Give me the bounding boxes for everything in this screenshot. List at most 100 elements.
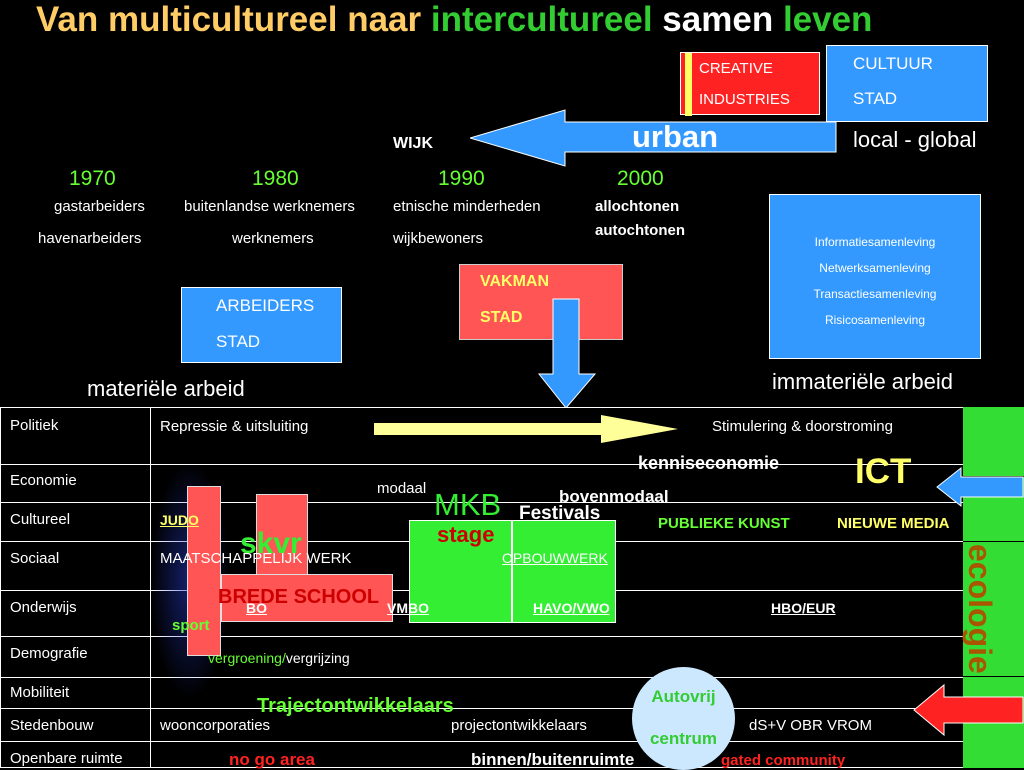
year-2000: 2000 [617, 167, 664, 190]
modaal-text: modaal [377, 480, 427, 497]
dsv-obr-vrom-text: dS+V OBR VROM [749, 717, 872, 734]
trajectontwikkelaars-text: Trajectontwikkelaars [257, 695, 454, 717]
binnen-buitenruimte-text: binnen/buitenruimte [471, 750, 635, 769]
urban-arrow [470, 109, 837, 167]
cultuur-label-1: CULTUUR [853, 54, 933, 73]
label-werknemers: werknemers [232, 230, 314, 247]
cultuur-label-2: STAD [853, 89, 898, 108]
autovrij-centrum-circle: Autovrij centrum [632, 667, 735, 770]
down-arrow [537, 298, 597, 409]
vergrijzing-text: vergrijzing [285, 650, 350, 666]
row-line [0, 502, 964, 503]
urban-label: urban [632, 119, 719, 154]
label-allochtonen: allochtonen [595, 198, 680, 215]
autovrij-label-2: centrum [649, 729, 718, 748]
mkb-text: MKB [434, 487, 502, 522]
label-havenarbeiders: havenarbeiders [38, 230, 142, 247]
label-gastarbeiders: gastarbeiders [54, 198, 145, 215]
nieuwe-media-text: NIEUWE MEDIA [837, 515, 950, 532]
projectontwikkelaars-text: projectontwikkelaars [451, 717, 587, 734]
row-label-politiek: Politiek [10, 417, 59, 434]
creative-industries-box: CREATIVE INDUSTRIES [680, 52, 820, 116]
ict-text: ICT [855, 452, 912, 491]
yellow-arrow [374, 415, 678, 443]
info-item-2: Netwerksamenleving [819, 261, 931, 275]
info-item-3: Transactiesamenleving [813, 287, 937, 301]
year-1990: 1990 [438, 167, 485, 190]
label-wijkbewoners: wijkbewoners [393, 230, 484, 247]
vmbo-text: VMBO [387, 600, 429, 616]
row-line [0, 708, 964, 709]
info-item-4: Risicosamenleving [824, 313, 926, 327]
creative-label-2: INDUSTRIES [699, 91, 790, 108]
ict-arrow [936, 466, 1024, 508]
vakman-stad-box: VAKMAN STAD [459, 264, 623, 340]
label-etnische: etnische minderheden [393, 198, 541, 215]
arbeiders-stad-box: ARBEIDERS STAD [181, 287, 342, 363]
bo-text: BO [246, 600, 267, 616]
row-label-stedenbouw: Stedenbouw [10, 717, 94, 734]
opbouwwerk-text: OPBOUWWERK [502, 550, 608, 566]
stimulering-text: Stimulering & doorstroming [712, 418, 893, 435]
year-1970: 1970 [69, 167, 116, 190]
local-global-label: local - global [853, 127, 977, 152]
row-label-economie: Economie [10, 472, 77, 489]
maatschappelijk-werk-text: MAATSCHAPPELIJK WERK [160, 550, 352, 567]
cultuur-stad-box: CULTUUR STAD [826, 45, 988, 122]
strip-line [963, 541, 1024, 542]
strip-line [963, 676, 1024, 677]
creative-label-1: CREATIVE [699, 60, 773, 77]
judo-text: JUDO [160, 512, 199, 528]
immateriele-arbeid-label: immateriële arbeid [772, 369, 953, 394]
green-block-1 [409, 520, 512, 623]
publieke-kunst-text: PUBLIEKE KUNST [658, 515, 790, 532]
row-label-onderwijs: Onderwijs [10, 599, 77, 616]
info-item-1: Informatiesamenleving [814, 235, 936, 249]
title-part-3: samen [652, 0, 783, 39]
information-society-box: Informatiesamenleving Netwerksamenleving… [769, 194, 981, 359]
label-autochtonen: autochtonen [595, 222, 685, 239]
vergroening-vergrijzing-text: vergroening/vergrijzing [208, 650, 350, 666]
red-bar-vertical [187, 486, 221, 656]
year-1980: 1980 [252, 167, 299, 190]
skvr-text: skvr [240, 527, 302, 560]
hbo-eur-text: HBO/EUR [771, 600, 836, 616]
vergroening-text: vergroening/ [208, 650, 286, 666]
label-buitenlandse: buitenlandse werknemers [184, 198, 355, 215]
row-line [0, 741, 964, 742]
row-label-openbare-ruimte: Openbare ruimte [10, 750, 123, 767]
row-label-demografie: Demografie [10, 645, 88, 662]
red-arrow [913, 683, 1024, 737]
red-bar-brede-school [221, 574, 393, 622]
festivals-text: Festivals [519, 503, 601, 524]
bovenmodaal-text: bovenmodaal [559, 487, 669, 506]
vakman-label-1: VAKMAN [480, 273, 550, 290]
arbeiders-label-2: STAD [216, 332, 261, 351]
autovrij-label-1: Autovrij [651, 687, 716, 706]
materiele-arbeid-label: materiële arbeid [87, 376, 245, 401]
row-line [0, 636, 964, 637]
wijk-label: WIJK [393, 135, 433, 152]
havo-vwo-text: HAVO/VWO [533, 600, 610, 616]
page-title: Van multicultureel naar intercultureel s… [36, 0, 872, 40]
row-label-mobiliteit: Mobiliteit [10, 684, 70, 701]
stage-text: stage [437, 522, 495, 547]
kenniseconomie-text: kenniseconomie [638, 453, 780, 473]
title-part-1: Van multicultureel naar [36, 0, 431, 39]
wooncorporaties-text: wooncorporaties [160, 717, 271, 734]
repressie-text: Repressie & uitsluiting [160, 418, 309, 435]
row-label-sociaal: Sociaal [10, 550, 60, 567]
brede-school-text: BREDE SCHOOL [218, 586, 380, 608]
red-bar-skvr [256, 494, 308, 576]
row-label-cultureel: Cultureel [10, 511, 71, 528]
row-line [0, 677, 964, 678]
green-block-2 [512, 520, 616, 623]
no-go-area-text: no go area [229, 750, 315, 769]
title-part-2: intercultureel [430, 0, 653, 39]
gated-community-text: gated community [721, 752, 846, 769]
arbeiders-label-1: ARBEIDERS [216, 296, 315, 315]
ecologie-text: ecologie [961, 544, 998, 674]
row-line [0, 464, 964, 465]
vakman-label-2: STAD [480, 309, 523, 326]
title-part-4: leven [782, 0, 873, 39]
